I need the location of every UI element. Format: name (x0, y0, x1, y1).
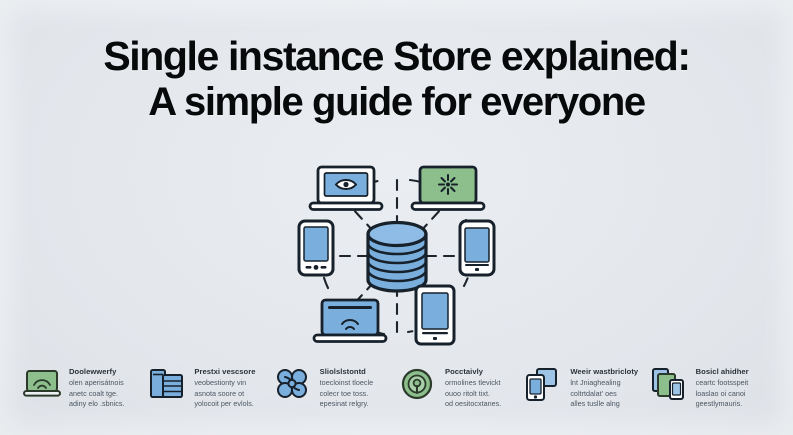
feature-body-line: lnt Jniaghealing (570, 378, 621, 388)
home-button (305, 265, 327, 270)
feature-body-line: epesinat relgry. (319, 398, 369, 408)
feature-body-line: veobestionty vin (194, 378, 247, 388)
phone-right-icon (458, 219, 496, 277)
feature-body: toecloinst tloecle colecr toe toss. epes… (320, 378, 374, 409)
laptop-top-left-icon (308, 165, 384, 211)
laptop-bottom-left-icon (312, 298, 388, 343)
home-button (433, 337, 437, 340)
feature-body-line: adiny elo .sbnics. (69, 398, 125, 408)
feature-text: Prestxi vescsore veobestionty vin asnota… (194, 366, 255, 409)
feature-body-line: od oesitocxtanes. (444, 398, 502, 408)
feature-item: Sliolslstontd toecloinst tloecle colecr … (273, 366, 398, 428)
page-title: Single instance Store explained: A simpl… (0, 33, 793, 125)
feature-item: Bosicl ahidher ceartc footsspeit loaslao… (649, 366, 774, 428)
feature-text: Weeir wastbricloty lnt Jniaghealing colt… (570, 366, 638, 409)
stacked-documents-icon (649, 366, 689, 402)
feature-body-line: toecloinst tloecle (319, 378, 374, 388)
home-button (475, 268, 479, 271)
green-laptop-wifi-icon (22, 366, 62, 402)
feature-body-line: ouoo ritolt tixt. (444, 388, 491, 398)
feature-body: ormolines tlevickt ouoo ritolt tixt. od … (445, 378, 501, 409)
feature-title: Sliolslstontd (319, 367, 366, 376)
page-title-line-1: Single instance Store explained: (103, 33, 691, 79)
feature-body-line: coltrtdalat' oes (570, 388, 617, 398)
blue-device-sync-icon (523, 366, 563, 402)
tablet-bottom-icon (414, 284, 456, 346)
feature-body-line: ceartc footsspeit (695, 378, 749, 388)
feature-title: Prestxi vescsore (194, 367, 256, 376)
feature-text: Pocctaivly ormolines tlevickt ouoo ritol… (445, 366, 501, 409)
feature-body: veobestionty vin asnota soore ot yolocoi… (194, 378, 255, 409)
feature-body-line: colecr toe toss. (319, 388, 369, 398)
feature-body-line: anetc coalt tge. (69, 388, 119, 398)
eye-icon (334, 179, 358, 190)
sparkle-icon (438, 174, 458, 195)
laptop-top-right-icon (410, 165, 486, 211)
feature-item: Pocctaivly ormolines tlevickt ouoo ritol… (398, 366, 523, 428)
feature-item: Weeir wastbricloty lnt Jniaghealing colt… (523, 366, 648, 428)
page-title-line-2: A simple guide for everyone (148, 79, 646, 124)
feature-body-line: yolocoit per evlols. (194, 398, 254, 408)
feature-item: Prestxi vescsore veobestionty vin asnota… (147, 366, 272, 428)
feature-title: Pocctaivly (444, 367, 484, 376)
feature-body: lnt Jniaghealing coltrtdalat' oes alles … (570, 378, 638, 409)
feature-title: Bosicl ahidher (695, 367, 749, 376)
feature-body-line: geestlymauris. (695, 398, 743, 408)
feature-body-line: loaslao oi canoi (695, 388, 746, 398)
database-cylinder-icon (366, 220, 428, 293)
wifi-icon (341, 319, 359, 330)
feature-body-line: ormolines tlevickt (444, 378, 501, 388)
feature-text: Doolewwerfy olen aperisátnois anetc coal… (69, 366, 125, 409)
central-storage-hub-diagram (288, 158, 506, 354)
feature-text: Sliolslstontd toecloinst tloecle colecr … (320, 366, 374, 409)
blue-server-rack-icon (147, 366, 187, 402)
feature-title: Weeir wastbricloty (570, 367, 639, 376)
feature-body-line: olen aperisátnois (69, 378, 124, 388)
feature-text: Bosicl ahidher ceartc footsspeit loaslao… (696, 366, 749, 409)
green-target-marker-icon (398, 366, 438, 402)
feature-body-line: alles tuslle alng (570, 398, 620, 408)
feature-body-line: asnota soore ot (194, 388, 245, 398)
feature-body: ceartc footsspeit loaslao oi canoi geest… (696, 378, 749, 409)
feature-title: Doolewwerfy (69, 367, 117, 376)
blue-cluster-nodes-icon (273, 366, 313, 402)
feature-item: Doolewwerfy olen aperisátnois anetc coal… (22, 366, 147, 428)
phone-left-icon (297, 219, 335, 277)
feature-body: olen aperisátnois anetc coalt tge. adiny… (69, 378, 125, 409)
feature-strip: Doolewwerfy olen aperisátnois anetc coal… (22, 366, 774, 428)
